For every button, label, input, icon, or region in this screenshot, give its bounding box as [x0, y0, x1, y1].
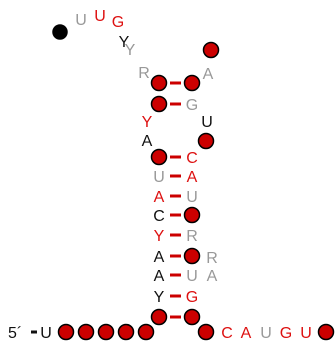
nucleotide-letter: R: [138, 65, 150, 82]
nucleotide-circle: [183, 308, 201, 326]
nucleotide-letter: A: [187, 169, 198, 186]
nucleotide-circle: [137, 323, 155, 341]
nucleotide-letter: A: [154, 189, 165, 206]
nucleotide-letter: A: [241, 325, 252, 341]
nucleotide-letter: Y: [154, 228, 165, 245]
five-prime-label: 5´: [8, 325, 22, 341]
nucleotide-circle: [150, 95, 168, 113]
nucleotide-letter: A: [154, 249, 165, 266]
nucleotide-letter: A: [203, 66, 214, 83]
nucleotide-letter: G: [112, 14, 124, 31]
nucleotide-circle: [150, 308, 168, 326]
nucleotide-letter: U: [260, 325, 272, 341]
nucleotide-letter: Y: [119, 34, 130, 51]
loop-start-dot: [52, 24, 68, 40]
nucleotide-circle: [97, 323, 115, 341]
nucleotide-circle: [117, 323, 135, 341]
nucleotide-letter: U: [186, 268, 198, 285]
nucleotide-letter: G: [186, 289, 198, 306]
nucleotide-circle: [202, 41, 220, 59]
nucleotide-circle: [197, 132, 215, 150]
base-pair-bonds: [31, 81, 181, 334]
nucleotide-letter: U: [300, 325, 312, 341]
nucleotide-letter: A: [207, 268, 218, 285]
nucleotide-letter: C: [221, 325, 233, 341]
nucleotide-circle: [150, 74, 168, 92]
nucleotide-letter: Y: [154, 289, 165, 306]
nucleotide-letter: C: [153, 208, 165, 225]
nucleotide-letter: U: [153, 169, 165, 186]
nucleotide-letter: G: [186, 97, 198, 114]
nucleotide-letter: Y: [125, 42, 136, 59]
nucleotide-circle: [57, 323, 75, 341]
nucleotide-letter: U: [40, 325, 52, 341]
nucleotide-letter: U: [201, 114, 213, 131]
nucleotide-letter: U: [186, 189, 198, 206]
nucleotide-letter: A: [142, 133, 153, 150]
nucleotide-letter: R: [186, 228, 198, 245]
nucleotide-circle: [197, 323, 215, 341]
nucleotide-circle: [317, 323, 335, 341]
nucleotide-letter: C: [186, 150, 198, 167]
nucleotide-circle: [150, 148, 168, 166]
nucleotide-letter: U: [94, 8, 106, 25]
nucleotide-circle: [77, 323, 95, 341]
nucleotide-letter: G: [280, 325, 292, 341]
nucleotide-letter: A: [154, 268, 165, 285]
nucleotide-letter: U: [75, 12, 87, 29]
nucleotide-letter: Y: [142, 114, 153, 131]
nucleotide-circle: [183, 247, 201, 265]
nucleotide-circle: [183, 206, 201, 224]
nucleotide-circle: [183, 74, 201, 92]
nucleotide-letter: R: [206, 250, 218, 267]
